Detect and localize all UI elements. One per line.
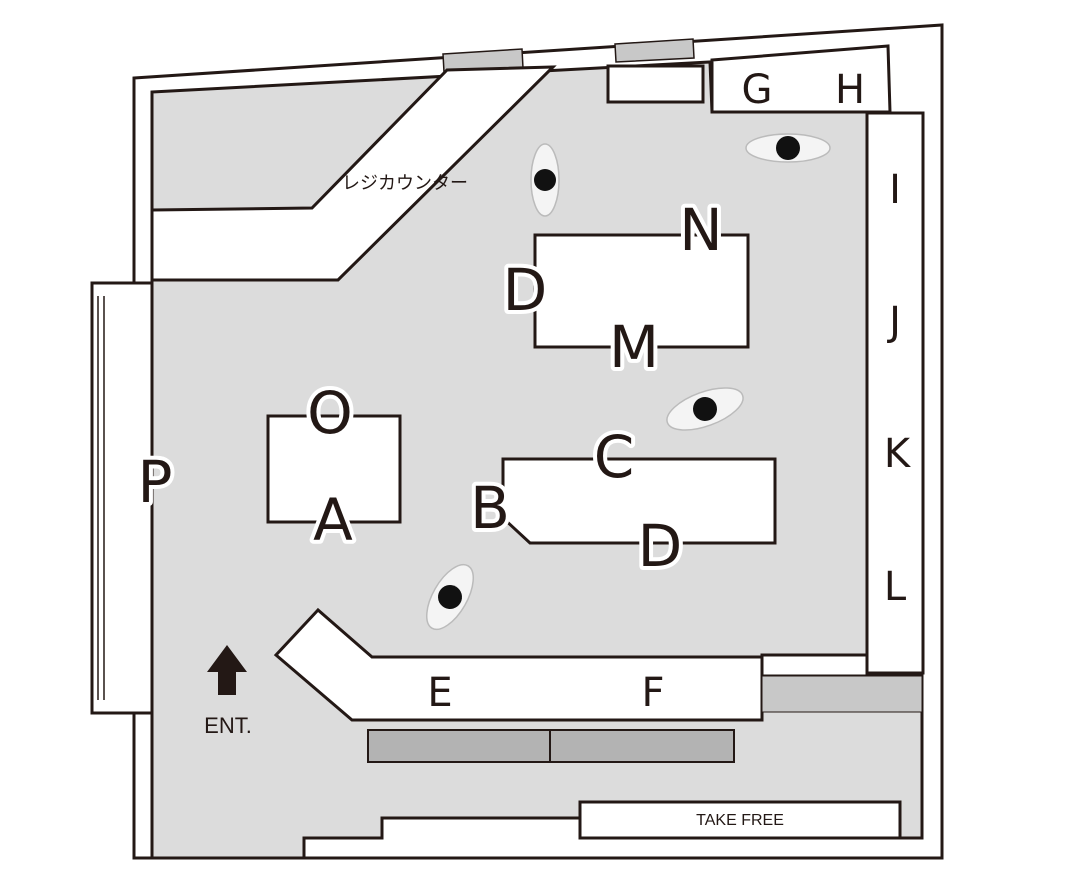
label-g: G: [742, 67, 773, 113]
take-free-label: TAKE FREE: [696, 812, 784, 829]
low-shelf-left: [367, 729, 551, 763]
entrance-arrow-icon: [207, 645, 247, 695]
table-bcd: [501, 457, 777, 545]
label-d-bottom: D: [638, 512, 683, 580]
label-n: N: [679, 196, 722, 264]
label-c: C: [594, 423, 635, 491]
person-icon: [530, 143, 560, 217]
label-d-top: D: [503, 256, 548, 324]
person-icon: [666, 387, 744, 431]
counter-top: [606, 64, 705, 104]
table-oa: [266, 414, 402, 524]
window-right: [614, 38, 695, 63]
label-b: B: [470, 474, 510, 542]
label-l: L: [884, 564, 907, 610]
entrance-label: ENT.: [204, 713, 252, 738]
label-a: A: [313, 486, 353, 554]
label-h: H: [835, 67, 865, 113]
table-ndm: [533, 233, 750, 349]
label-k: K: [884, 431, 912, 477]
person-icon: [745, 133, 831, 163]
shelf-ijkl: [865, 111, 925, 675]
label-i: I: [889, 167, 901, 213]
label-p: P: [138, 448, 173, 516]
label-e: E: [427, 670, 452, 716]
bench-right: [761, 675, 923, 713]
label-f: F: [641, 670, 664, 716]
label-m: M: [609, 313, 659, 381]
register-counter-label: レジカウンター: [342, 173, 468, 194]
window-wall-p: [90, 281, 154, 715]
register-counter: [150, 65, 557, 282]
take-free-rack: [578, 800, 902, 840]
person-icon: [425, 563, 475, 631]
label-j: J: [886, 299, 901, 345]
label-o: O: [307, 379, 353, 447]
low-shelf-right: [549, 729, 735, 763]
counter-ef: [273, 607, 764, 722]
